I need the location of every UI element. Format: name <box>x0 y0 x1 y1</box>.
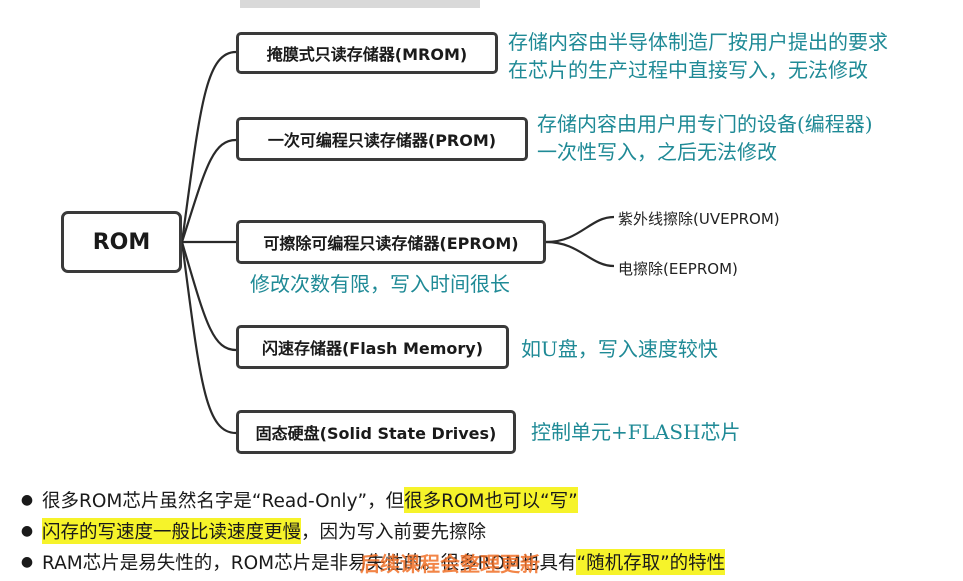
connector-flash <box>180 241 237 352</box>
node-flash: 闪速存储器(Flash Memory) <box>236 325 509 369</box>
node-prom: 一次可编程只读存储器(PROM) <box>236 117 528 161</box>
bullet-1-text: 很多ROM芯片虽然名字是“Read-Only”，但 <box>42 490 405 512</box>
connector-uveprom <box>545 215 615 244</box>
note-prom-line-2: 一次性写入，之后无法修改 <box>537 140 777 164</box>
bullet-item-3: ● RAM芯片是易失性的，ROM芯片是非易失性的。很多ROM也具有 “随机存取”… <box>12 546 957 577</box>
bullet-2-text: ，因为写入前要先擦除 <box>301 521 487 543</box>
note-eprom: 修改次数有限，写入时间很长 <box>250 272 510 296</box>
note-ssd: 控制单元+FLASH芯片 <box>531 420 741 444</box>
node-ssd: 固态硬盘(Solid State Drives) <box>236 410 516 454</box>
leaf-uveprom: 紫外线擦除(UVEPROM) <box>618 210 780 228</box>
note-mrom: 存储内容由半导体制造厂按用户提出的要求 在芯片的生产过程中直接写入，无法修改 <box>508 28 888 84</box>
bullet-3-text: RAM芯片是易失性的，ROM芯片是非易失性的。很多ROM也具有 <box>42 552 577 574</box>
video-overlay-caption: 后续课程会整理更新 <box>360 552 540 576</box>
bullet-list: ● 很多ROM芯片虽然名字是“Read-Only”，但 很多ROM也可以“写” … <box>12 484 957 577</box>
bullet-dot-icon: ● <box>20 522 34 539</box>
bullet-dot-icon: ● <box>20 491 34 508</box>
leaf-eeprom: 电擦除(EEPROM) <box>618 260 738 278</box>
bullet-3-highlight: “随机存取”的特性 <box>576 548 726 575</box>
top-edge-bar <box>240 0 480 8</box>
note-prom-line-1: 存储内容由用户用专门的设备(编程器) <box>537 112 873 136</box>
note-flash: 如U盘，写入速度较快 <box>521 337 718 361</box>
bullet-item-2: ● 闪存的写速度一般比读速度更慢 ，因为写入前要先擦除 <box>12 515 957 546</box>
bullet-dot-icon: ● <box>20 553 34 570</box>
note-mrom-line-1: 存储内容由半导体制造厂按用户提出的要求 <box>508 30 888 54</box>
note-mrom-line-2: 在芯片的生产过程中直接写入，无法修改 <box>508 58 868 82</box>
bullet-item-1: ● 很多ROM芯片虽然名字是“Read-Only”，但 很多ROM也可以“写” <box>12 484 957 515</box>
connector-eeprom <box>545 240 615 268</box>
bullet-2-highlight: 闪存的写速度一般比读速度更慢 <box>42 517 302 544</box>
connector-ssd <box>180 241 237 435</box>
bullet-1-highlight: 很多ROM也可以“写” <box>404 486 578 513</box>
root-node-rom: ROM <box>61 211 182 273</box>
node-eprom: 可擦除可编程只读存储器(EPROM) <box>236 220 546 264</box>
note-prom: 存储内容由用户用专门的设备(编程器) 一次性写入，之后无法修改 <box>537 110 873 166</box>
connector-prom <box>180 138 237 243</box>
node-mrom: 掩膜式只读存储器(MROM) <box>236 32 498 74</box>
connector-mrom <box>180 50 237 243</box>
